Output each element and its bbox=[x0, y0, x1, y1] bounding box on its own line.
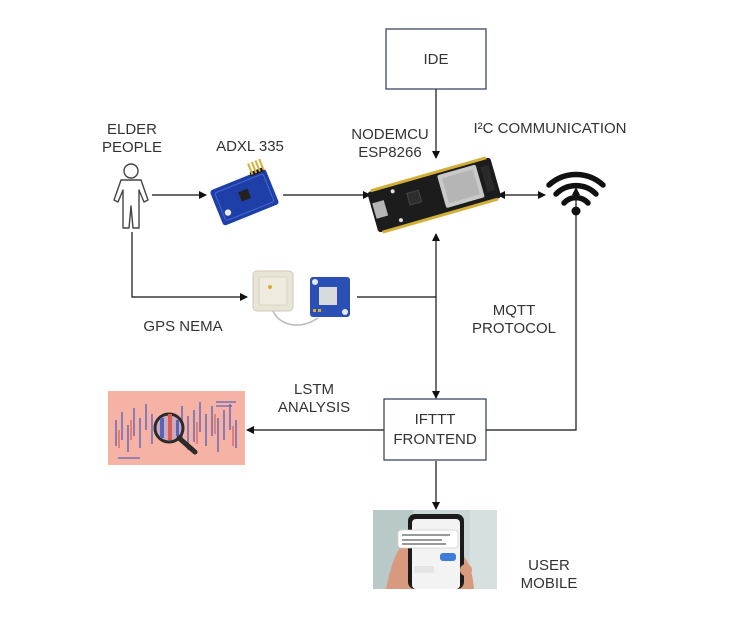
lstm-label-line1: LSTM bbox=[294, 381, 334, 398]
gps-label: GPS NEMA bbox=[143, 318, 222, 335]
connectors bbox=[131, 89, 580, 510]
gps-module-icon bbox=[252, 270, 350, 326]
person-icon bbox=[113, 163, 149, 229]
ifttt-box bbox=[383, 398, 487, 461]
ide-label: IDE bbox=[423, 51, 448, 68]
ide-node: IDE bbox=[385, 28, 487, 90]
mqtt-label-line2: PROTOCOL bbox=[472, 320, 556, 337]
accelerometer-board-icon bbox=[210, 158, 279, 226]
user-label-line1: USER bbox=[528, 557, 570, 574]
i2c-label: I²C COMMUNICATION bbox=[473, 120, 626, 137]
elder-label-line2: PEOPLE bbox=[102, 139, 162, 156]
ifttt-label-line2: FRONTEND bbox=[393, 431, 476, 448]
user-label-line2: MOBILE bbox=[521, 575, 578, 592]
nodemcu-label-line2: ESP8266 bbox=[358, 144, 421, 161]
ifttt-label-line1: IFTTT bbox=[415, 411, 456, 428]
nodemcu-label-line1: NODEMCU bbox=[351, 126, 429, 143]
ide-box bbox=[385, 28, 487, 90]
magnifier-icon bbox=[153, 412, 198, 455]
lstm-label-line2: ANALYSIS bbox=[278, 399, 350, 416]
ifttt-node: IFTTT FRONTEND bbox=[383, 398, 487, 461]
smartphone-photo-icon bbox=[373, 510, 497, 589]
nodemcu-board-icon bbox=[367, 156, 501, 234]
ifttt-to-wifi-arrow bbox=[486, 187, 580, 431]
wifi-icon bbox=[546, 171, 606, 216]
elder-to-gps-arrow bbox=[131, 232, 248, 301]
mqtt-label-line1: MQTT bbox=[493, 302, 536, 319]
elder-label-line1: ELDER bbox=[107, 121, 157, 138]
adxl-label: ADXL 335 bbox=[216, 138, 284, 155]
